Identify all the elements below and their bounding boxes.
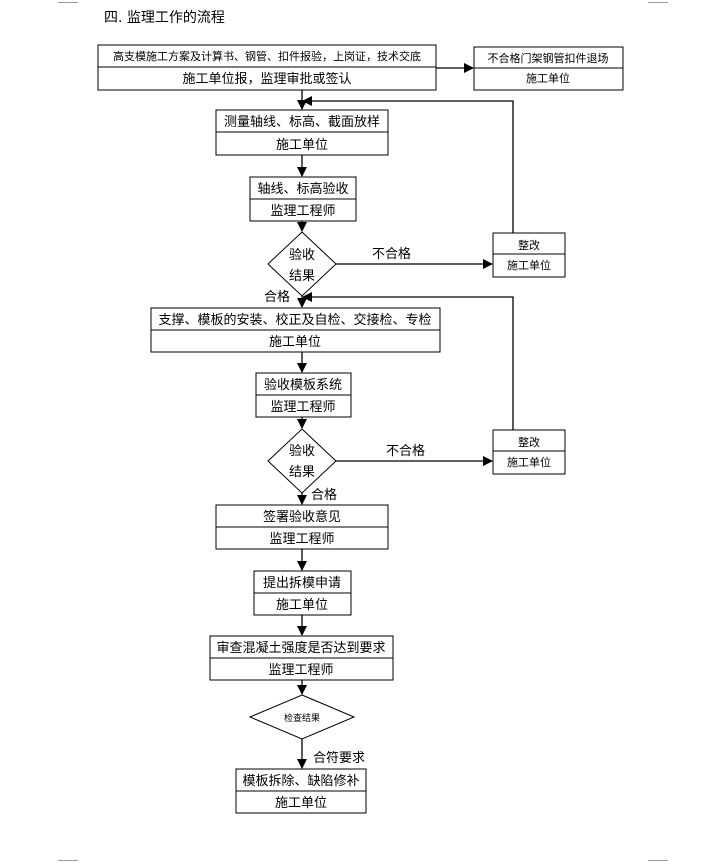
label-pass-1: 合格: [264, 289, 290, 305]
box-concrete-strength-top: 审查混凝土强度是否达到要求: [216, 640, 385, 656]
box-survey-layout-bottom: 施工单位: [276, 138, 328, 153]
corner-mark: [58, 860, 78, 861]
decision-acceptance-2: 验收 结果: [267, 428, 337, 494]
box-rectify-1-top: 整改: [518, 238, 540, 252]
decision-acceptance-1: 验收 结果: [267, 231, 337, 297]
box-rectify-2-top: 整改: [518, 435, 540, 449]
decision-acceptance-2-line1: 验收: [289, 443, 315, 459]
box-rectify-1: 整改 施工单位: [492, 232, 566, 278]
box-submission-bottom: 施工单位报，监理审批或签认: [182, 71, 351, 87]
corner-mark: [648, 860, 668, 861]
decision-acceptance-2-line2: 结果: [289, 465, 315, 480]
decision-acceptance-1-line2: 结果: [289, 269, 315, 284]
box-formwork-acceptance: 验收模板系统 监理工程师: [255, 372, 352, 418]
box-reject-exit-top: 不合格门架钢管扣件退场: [488, 51, 609, 65]
decision-inspection-label: 检查结果: [284, 712, 320, 724]
decision-inspection: 检查结果: [248, 694, 356, 740]
box-formwork-install-top: 支撑、模板的安装、校正及自检、交接检、专检: [158, 312, 431, 328]
box-formwork-install-bottom: 施工单位: [269, 335, 321, 350]
box-removal-application: 提出拆模申请 施工单位: [253, 570, 352, 616]
box-survey-layout-top: 测量轴线、标高、截面放样: [224, 114, 380, 130]
label-fail-2: 不合格: [386, 443, 425, 459]
box-submission-top: 高支模施工方案及计算书、钢管、扣件报验，上岗证，技术交底: [113, 49, 421, 63]
box-concrete-strength-bottom: 监理工程师: [268, 663, 333, 678]
label-meets-requirement: 合符要求: [313, 750, 365, 766]
corner-mark: [58, 2, 78, 3]
box-removal-application-top: 提出拆模申请: [263, 575, 341, 591]
box-reject-exit-bottom: 施工单位: [526, 71, 570, 85]
box-survey-layout: 测量轴线、标高、截面放样 施工单位: [215, 109, 389, 156]
corner-mark: [648, 2, 668, 3]
box-sign-opinion-top: 签署验收意见: [263, 509, 341, 525]
box-formwork-acceptance-top: 验收模板系统: [264, 377, 342, 393]
box-axis-acceptance-bottom: 监理工程师: [270, 204, 335, 219]
box-concrete-strength: 审查混凝土强度是否达到要求 监理工程师: [209, 635, 394, 681]
box-formwork-removal-bottom: 施工单位: [275, 796, 327, 811]
box-formwork-acceptance-bottom: 监理工程师: [270, 400, 335, 415]
box-axis-acceptance: 轴线、标高验收 监理工程师: [249, 176, 357, 222]
section-title: 四. 监理工作的流程: [104, 10, 225, 26]
box-submission: 高支模施工方案及计算书、钢管、扣件报验，上岗证，技术交底 施工单位报，监理审批或…: [97, 44, 437, 91]
box-reject-exit: 不合格门架钢管扣件退场 施工单位: [473, 46, 624, 91]
label-fail-1: 不合格: [372, 246, 411, 262]
box-sign-opinion-bottom: 监理工程师: [269, 532, 334, 547]
connectors: [297, 63, 514, 769]
box-formwork-removal: 模板拆除、缺陷修补 施工单位: [235, 768, 367, 814]
box-formwork-removal-top: 模板拆除、缺陷修补: [242, 774, 359, 789]
box-rectify-2: 整改 施工单位: [492, 429, 566, 475]
box-formwork-install: 支撑、模板的安装、校正及自检、交接检、专检 施工单位: [150, 307, 441, 353]
label-pass-2: 合格: [311, 487, 337, 503]
box-axis-acceptance-top: 轴线、标高验收: [257, 181, 348, 197]
decision-acceptance-1-line1: 验收: [289, 247, 315, 263]
box-rectify-2-bottom: 施工单位: [507, 455, 551, 469]
box-rectify-1-bottom: 施工单位: [507, 258, 551, 272]
box-sign-opinion: 签署验收意见 监理工程师: [215, 504, 389, 550]
box-removal-application-bottom: 施工单位: [276, 598, 328, 613]
